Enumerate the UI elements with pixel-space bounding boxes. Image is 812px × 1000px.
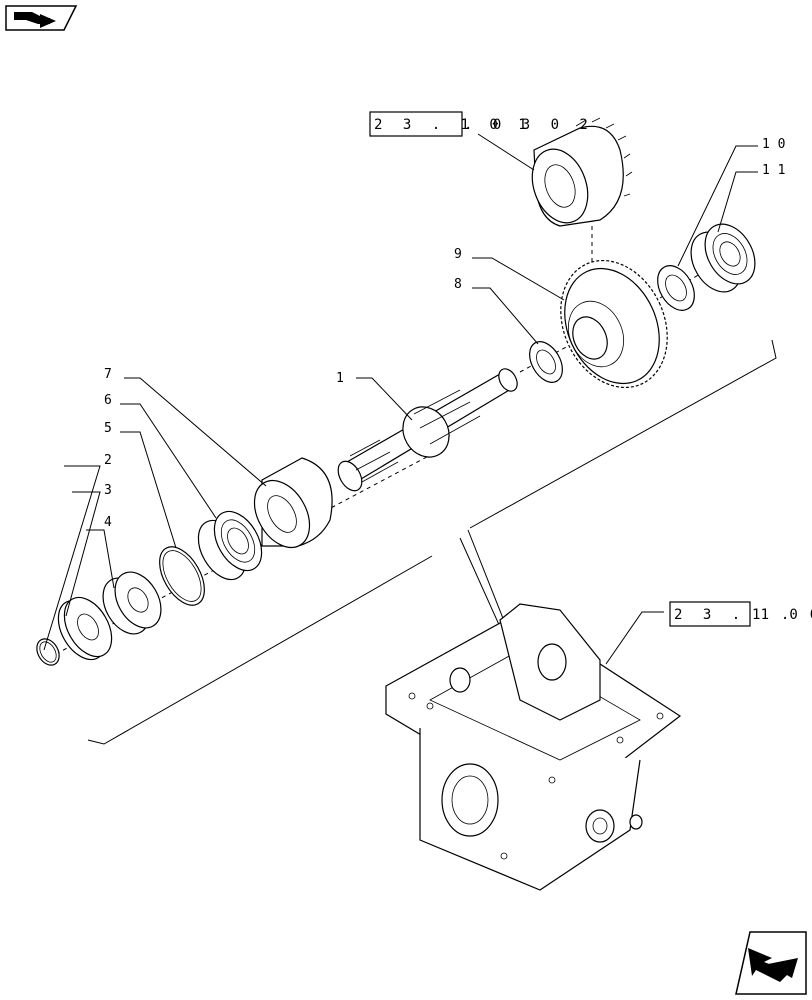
part-7-bearing-sleeve [253,457,333,549]
callout-8: 8 [454,277,462,292]
part-10-washer [657,265,695,311]
part-4-spacer [102,571,162,635]
part-3-thrust-washer [57,596,113,661]
previous-page-arrow-icon[interactable] [5,5,78,31]
callout-5: 5 [104,421,112,436]
callout-7: 7 [104,367,112,382]
part-6-ball-bearing [197,510,263,581]
next-page-arrow-icon[interactable] [735,931,807,995]
callout-2: 2 [104,453,112,468]
leader-lines [43,133,758,665]
callout-9: 9 [454,247,462,262]
part-11-ball-bearing [690,223,756,293]
callout-6: 6 [104,393,112,408]
part-9-gear [560,259,668,389]
callout-labels: 1 2 3 4 5 6 7 8 9 1 0 1 1 [104,137,785,530]
gear-reference-tail-text: . 0 3 0 2 [464,117,594,133]
part-2-snap-ring [36,638,60,666]
callout-3: 3 [104,483,112,498]
referenced-gear-assembly [531,117,633,227]
callout-11: 1 1 [762,163,785,178]
part-1-splined-shaft [337,368,518,492]
callout-10: 1 0 [762,137,785,152]
housing-reference-boxed-text: 2 3 . 1 0 [674,607,804,623]
callout-4: 4 [104,515,112,530]
callout-1: 1 [336,371,344,386]
housing-reference-tail-text: 1 . 0 2 [752,607,812,623]
part-8-washer [529,341,563,383]
housing-reference-link[interactable]: 2 3 . 1 0 1 . 0 2 [669,601,812,627]
gearbox-housing [385,603,682,891]
gear-reference-boxed-text: 2 3 . 1 0 1 [374,117,533,133]
gear-assembly-reference-link[interactable]: 2 3 . 1 0 1 . 0 3 0 2 [369,111,594,137]
part-5-circlip [159,546,205,606]
